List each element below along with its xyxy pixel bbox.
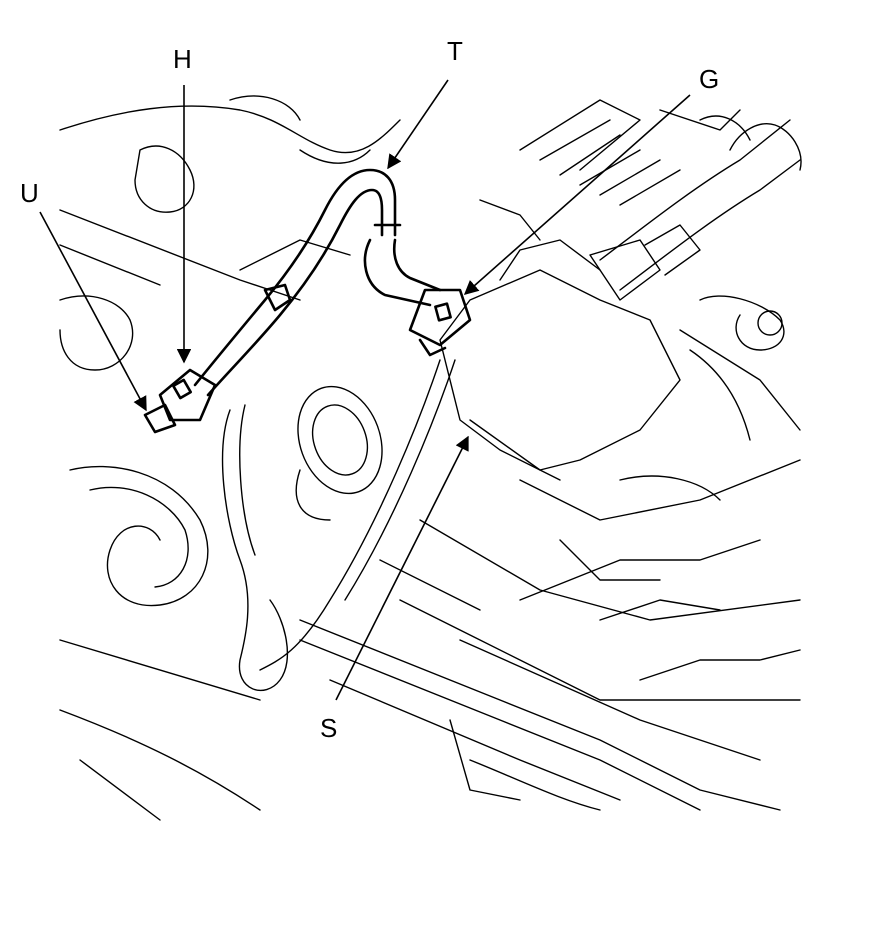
leader-S (335, 435, 469, 701)
callout-leaders (39, 79, 691, 701)
leader-U (39, 211, 147, 412)
engine-background (59, 95, 802, 821)
callout-label-g: G (699, 64, 720, 94)
callout-label-t: T (447, 36, 463, 66)
callout-label-h: H (173, 44, 192, 74)
hose-assembly (143, 168, 472, 434)
leader-T (387, 79, 449, 170)
leader-G (463, 94, 691, 295)
callout-label-u: U (20, 178, 39, 208)
callout-label-s: S (320, 713, 338, 743)
